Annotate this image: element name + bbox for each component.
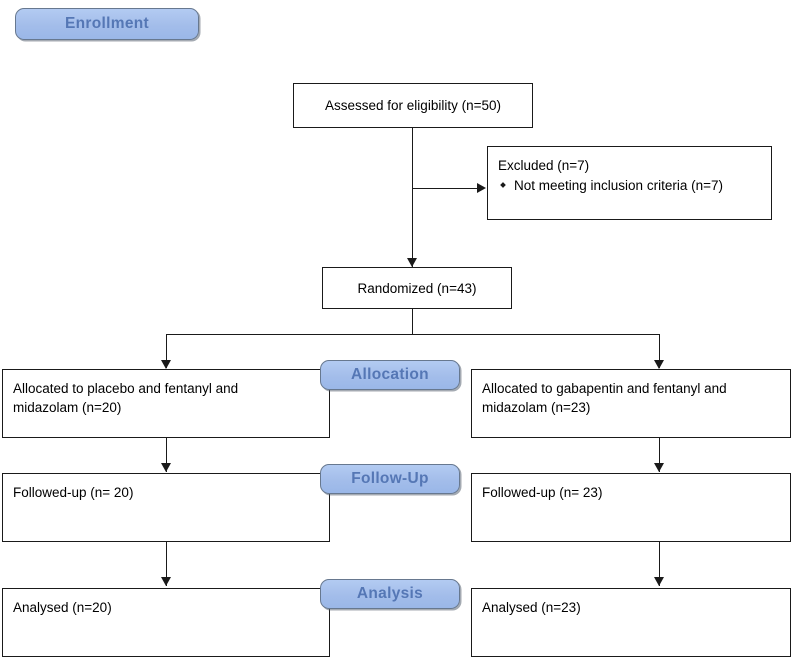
- node-allocated-right: Allocated to gabapentin and fentanyl and…: [471, 369, 791, 438]
- node-allocated-left: Allocated to placebo and fentanyl and mi…: [2, 369, 330, 438]
- arrowhead-followed-left-to-analysed-left: [161, 577, 171, 586]
- connector-followed-right-to-analysed-right: [659, 542, 660, 586]
- connector-allocated-left-to-followed-left: [166, 438, 167, 472]
- node-excluded: Excluded (n=7) Not meeting inclusion cri…: [487, 146, 772, 220]
- node-randomized-label: Randomized (n=43): [357, 280, 477, 296]
- stage-badge-followup: Follow-Up: [320, 464, 460, 494]
- connector-randomized-to-right-arm: [659, 334, 660, 368]
- diamond-bullet-icon: [500, 182, 506, 188]
- node-analysed-left: Analysed (n=20): [2, 588, 330, 657]
- node-assessed-for-eligibility-label: Assessed for eligibility (n=50): [325, 98, 501, 113]
- node-randomized: Randomized (n=43): [322, 267, 512, 309]
- connector-randomized-split: [166, 334, 660, 335]
- node-followed-up-left-label: Followed-up (n= 20): [13, 485, 134, 500]
- node-analysed-right-label: Analysed (n=23): [482, 600, 581, 615]
- node-assessed-for-eligibility: Assessed for eligibility (n=50): [293, 83, 533, 128]
- arrowhead-randomized-to-right-arm: [654, 360, 664, 369]
- arrowhead-followed-right-to-analysed-right: [654, 577, 664, 586]
- stage-badge-enrollment-label: Enrollment: [65, 15, 149, 32]
- stage-badge-allocation-label: Allocation: [351, 366, 429, 383]
- node-analysed-right: Analysed (n=23): [471, 588, 791, 657]
- node-excluded-reason-1: Not meeting inclusion criteria (n=7): [498, 176, 761, 195]
- connector-followed-left-to-analysed-left: [166, 542, 167, 586]
- stage-badge-allocation: Allocation: [320, 360, 460, 390]
- arrowhead-randomized-to-left-arm: [161, 360, 171, 369]
- connector-randomized-to-left-arm: [166, 334, 167, 368]
- arrowhead-to-excluded: [477, 183, 486, 193]
- stage-badge-enrollment: Enrollment: [15, 8, 199, 40]
- connector-randomized-stem: [412, 309, 413, 335]
- stage-badge-analysis-label: Analysis: [356, 585, 424, 602]
- arrowhead-assessed-to-randomized: [407, 258, 417, 267]
- node-excluded-reason-1-label: Not meeting inclusion criteria (n=7): [514, 178, 723, 193]
- node-followed-up-right: Followed-up (n= 23): [471, 473, 791, 542]
- node-allocated-right-label: Allocated to gabapentin and fentanyl and…: [482, 381, 727, 415]
- connector-allocated-right-to-followed-right: [659, 438, 660, 472]
- node-analysed-left-label: Analysed (n=20): [13, 600, 112, 615]
- node-allocated-left-label: Allocated to placebo and fentanyl and mi…: [13, 381, 239, 415]
- stage-badge-followup-label: Follow-Up: [351, 470, 429, 487]
- node-followed-up-left: Followed-up (n= 20): [2, 473, 330, 542]
- node-excluded-title: Excluded (n=7): [498, 158, 590, 173]
- node-followed-up-right-label: Followed-up (n= 23): [482, 485, 603, 500]
- stage-badge-analysis: Analysis: [320, 579, 460, 609]
- arrowhead-allocated-left-to-followed-left: [161, 463, 171, 472]
- connector-to-excluded: [412, 188, 482, 189]
- connector-assessed-to-randomized: [412, 128, 413, 267]
- arrowhead-allocated-right-to-followed-right: [654, 463, 664, 472]
